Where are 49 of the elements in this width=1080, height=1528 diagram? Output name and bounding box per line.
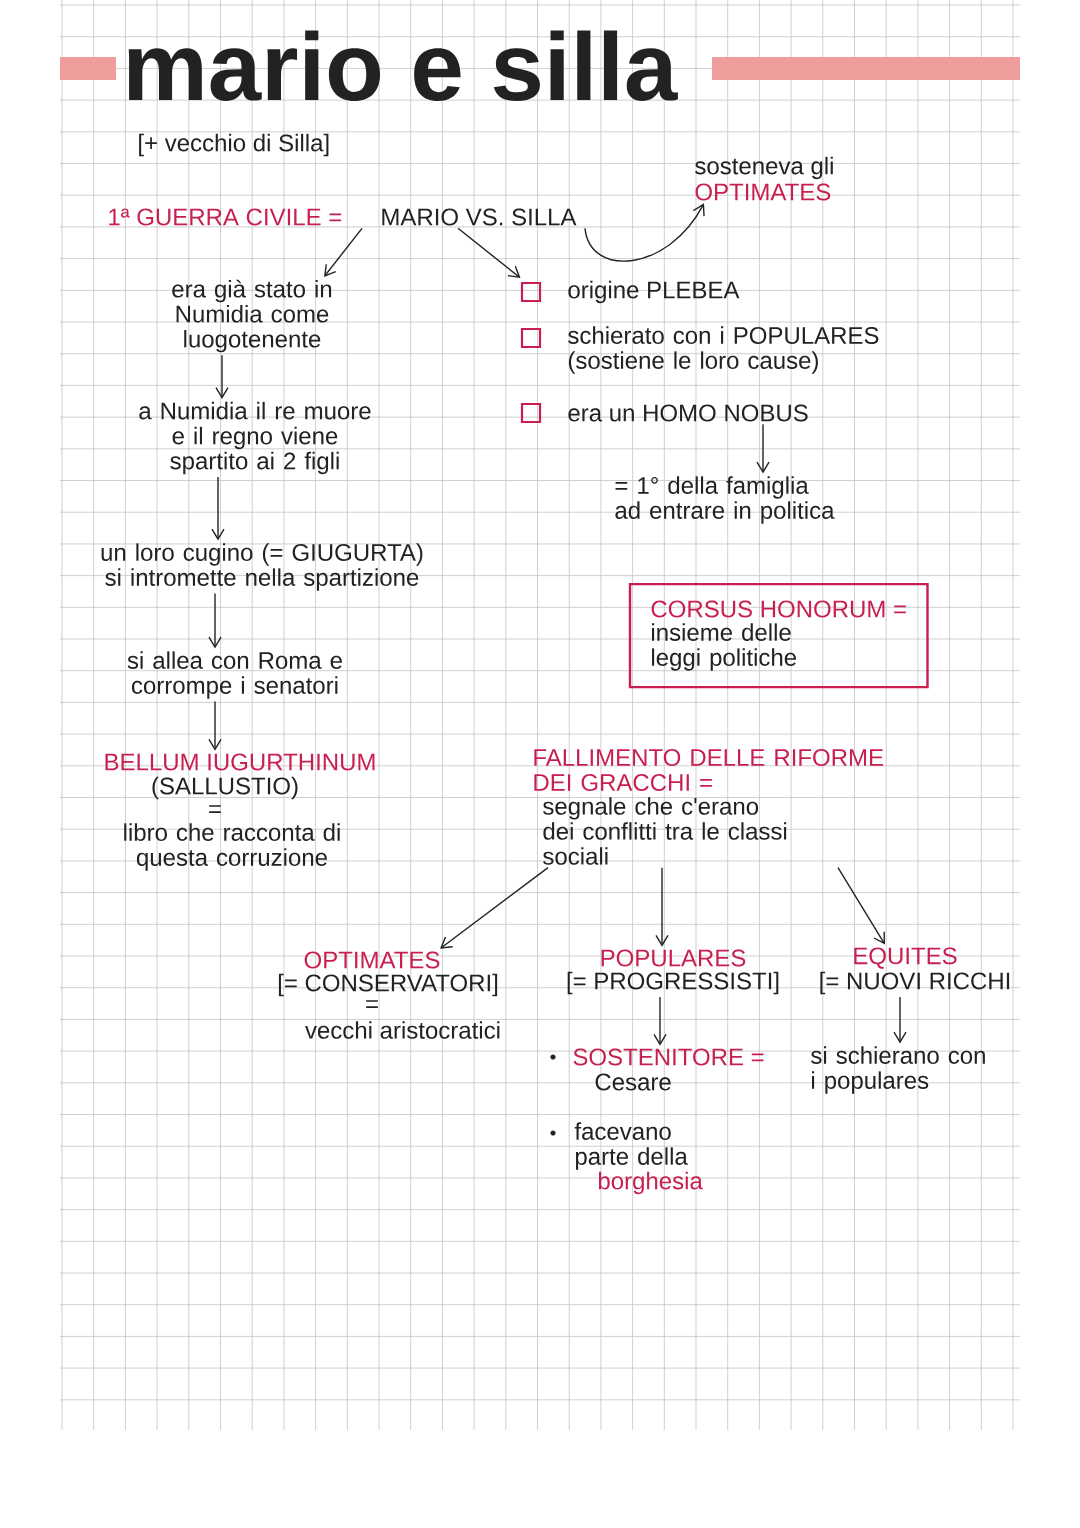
definition-box: [628, 582, 929, 689]
note-text: si allea con Roma e corrompe i senatori: [127, 651, 342, 699]
note-text: vecchi aristocratici: [305, 1021, 500, 1039]
term-text: OPTIMATES: [695, 183, 831, 201]
equals-sign: =: [209, 805, 221, 813]
term-text: CORSUS HONORUM =: [651, 600, 906, 618]
note-text: sosteneva gli: [695, 156, 833, 180]
note-text: (SALLUSTIO): [152, 776, 298, 800]
arrow: [457, 227, 521, 279]
arrow: [215, 354, 229, 399]
term-text: EQUITES: [854, 947, 957, 969]
arrow: [893, 996, 907, 1044]
arrow: [208, 592, 222, 649]
arrow: [837, 866, 885, 945]
arrow: [211, 476, 225, 541]
note-text: si schierano con i populares: [811, 1046, 985, 1094]
note-text: facevano parte della: [574, 1122, 688, 1170]
title: mario e silla: [128, 30, 678, 101]
note-text: Cesare: [595, 1073, 671, 1091]
curved-arrow: [584, 203, 705, 262]
note-text: [= CONSERVATORI]: [278, 973, 498, 997]
arrow: [440, 866, 549, 949]
term-text: POPULARES: [601, 949, 746, 967]
term-text: OPTIMATES: [304, 951, 440, 969]
note-text: un loro cugino (= GIUGURTA) si intromette nella spartizione: [101, 543, 423, 591]
note-text: = 1° della famiglia ad entrare in politica: [615, 476, 835, 524]
arrow: [324, 227, 363, 277]
note-text: era già stato in Numidia come luogotenente: [172, 279, 332, 353]
heading-text: MARIO VS. SILLA: [382, 208, 577, 226]
term-text: BELLUM IUGURTHINUM: [105, 753, 375, 771]
list-item: era un HOMO NOBUS: [568, 404, 808, 422]
note-text: [= PROGRESSISTI]: [567, 971, 779, 995]
heading-text: FALLIMENTO DELLE RIFORME DEI GRACCHI =: [534, 749, 883, 791]
term-text: borghesia: [598, 1171, 703, 1195]
heading-text: 1ª GUERRA CIVILE =: [109, 208, 342, 226]
list-item: origine PLEBEA: [568, 280, 740, 304]
note-text: a Numidia il re muore e il regno viene spartito ai 2 figli: [139, 401, 371, 475]
arrow: [756, 423, 770, 474]
note-text: [= NUOVI RICCHI: [820, 971, 1010, 995]
list-item: schierato con i POPULARES (sostiene le loro cause): [568, 326, 879, 374]
arrow: [653, 996, 667, 1046]
note-text: segnale che c'erano dei conflitti tra le classi sociali: [543, 797, 787, 865]
note-text: libro che racconta di questa corruzione: [124, 823, 340, 871]
arrow: [208, 700, 222, 751]
note-text: [+ vecchio di Silla]: [139, 133, 329, 157]
note-text: insieme delle leggi politiche: [652, 623, 797, 671]
equals-sign: =: [366, 1000, 378, 1008]
term-text: SOSTENITORE =: [573, 1048, 764, 1066]
arrow: [655, 866, 669, 947]
